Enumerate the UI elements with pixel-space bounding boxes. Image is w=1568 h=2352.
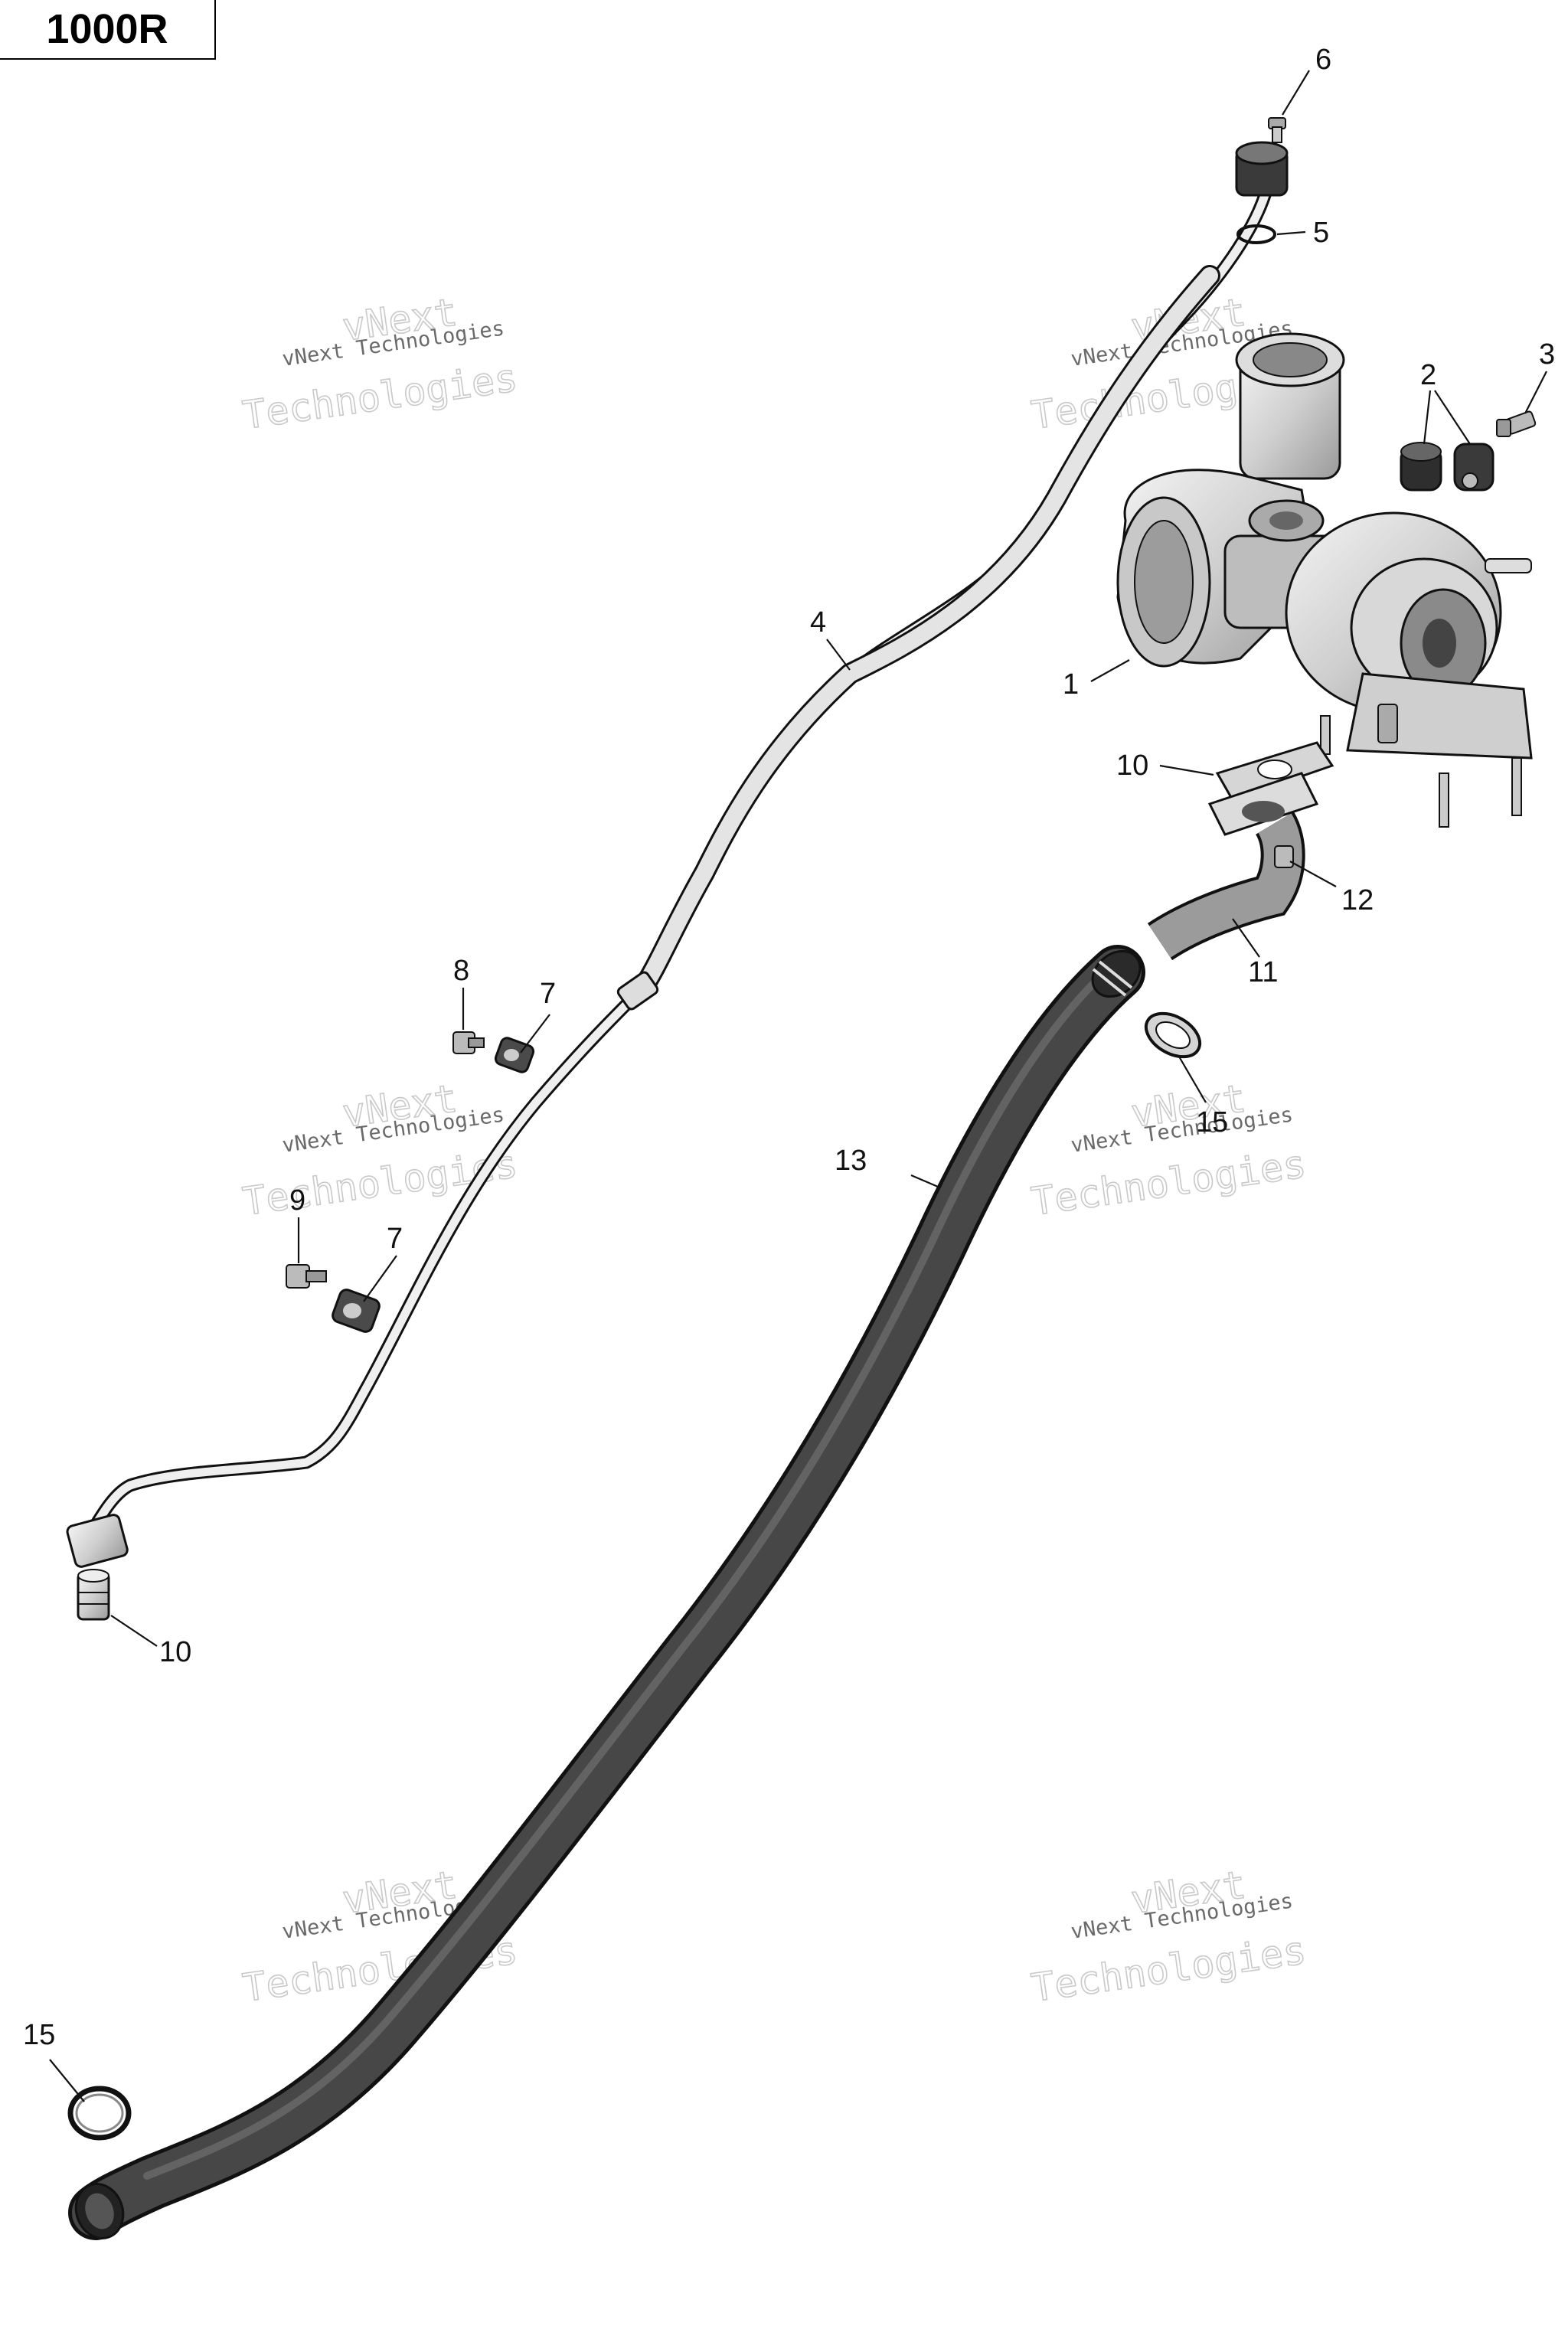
part-3-bolt bbox=[1496, 410, 1537, 437]
part-15-hose-clamp-lower bbox=[67, 2086, 132, 2141]
callout-8: 8 bbox=[453, 955, 469, 987]
callout-2: 2 bbox=[1420, 359, 1436, 391]
callout-labels: 6 5 3 2 4 1 10 12 11 15 13 7 8 7 9 10 15 bbox=[23, 44, 1555, 2051]
callout-14: 13 bbox=[835, 1145, 867, 1177]
part-11-gasket bbox=[1215, 741, 1334, 802]
watermark-3: vNext Technologies vNext Technologies bbox=[240, 1076, 521, 1225]
part-7-clip-lower bbox=[332, 1289, 381, 1333]
part-5-o-ring bbox=[1236, 224, 1276, 244]
watermark-4: vNext Technologies vNext Technologies bbox=[1028, 1076, 1309, 1225]
callout-15-lower: 15 bbox=[23, 2019, 55, 2051]
part-1-turbocharger bbox=[1116, 332, 1533, 828]
callout-6: 6 bbox=[1315, 44, 1331, 76]
watermark-1: vNext Technologies vNext Technologies bbox=[240, 289, 521, 439]
callout-11: 10 bbox=[1116, 750, 1148, 782]
model-label: 1000R bbox=[0, 0, 216, 60]
watermark-6: vNext Technologies vNext Technologies bbox=[1028, 1862, 1309, 2011]
callout-10: 10 bbox=[159, 1636, 191, 1668]
callout-13: 12 bbox=[1341, 884, 1374, 916]
watermark-text-big-2: Technologies bbox=[240, 355, 521, 438]
callout-9: 9 bbox=[289, 1184, 305, 1217]
part-4-oil-feed-line bbox=[66, 141, 1289, 1568]
part-9-screw bbox=[286, 1264, 327, 1289]
part-14-oil-return-hose bbox=[68, 945, 1145, 2240]
callout-1: 1 bbox=[1063, 668, 1079, 701]
watermark-text-big-2: Technologies bbox=[1029, 1928, 1309, 2011]
callout-3: 3 bbox=[1539, 338, 1555, 371]
part-13-bolt bbox=[1274, 845, 1294, 868]
part-10-fitting bbox=[77, 1569, 110, 1621]
part-15-hose-clamp-upper bbox=[1144, 1011, 1202, 1059]
part-8-screw bbox=[452, 1031, 485, 1054]
callout-4: 4 bbox=[810, 606, 826, 639]
part-2-fittings bbox=[1400, 442, 1494, 492]
callout-12: 11 bbox=[1248, 956, 1278, 988]
callout-7-upper: 7 bbox=[540, 978, 556, 1010]
watermark-text-big-2: Technologies bbox=[1029, 1142, 1309, 1224]
leader-lines bbox=[49, 70, 1547, 2102]
part-7-clip-upper bbox=[494, 1037, 535, 1073]
callout-7-lower: 7 bbox=[387, 1223, 403, 1255]
callout-15-upper: 15 bbox=[1196, 1106, 1228, 1138]
part-6-screw bbox=[1268, 117, 1286, 143]
callout-5: 5 bbox=[1313, 217, 1329, 249]
